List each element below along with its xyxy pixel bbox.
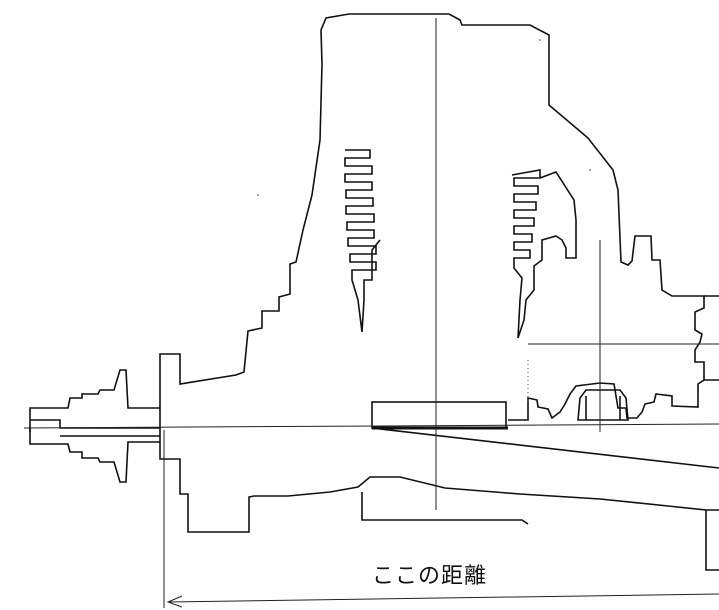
shaft-axis <box>23 423 719 429</box>
distance-annotation-label: ここの距離 <box>372 564 488 589</box>
lower-base-outline <box>361 492 529 525</box>
fan-blades-right <box>511 169 577 339</box>
lower-diagonal <box>371 427 719 469</box>
bearing-block <box>371 401 507 429</box>
shaft-upper <box>29 369 160 432</box>
rear-gear <box>577 389 629 421</box>
shaft-core <box>30 419 161 442</box>
right-edge-outline <box>704 295 719 571</box>
fan-blades-left <box>344 149 381 333</box>
casing-outline-lower <box>159 408 707 533</box>
shaft-lower <box>29 428 160 483</box>
dimension-line <box>167 593 719 603</box>
dimension-arrow-head <box>166 595 183 608</box>
casing-outline-upper <box>159 13 705 421</box>
